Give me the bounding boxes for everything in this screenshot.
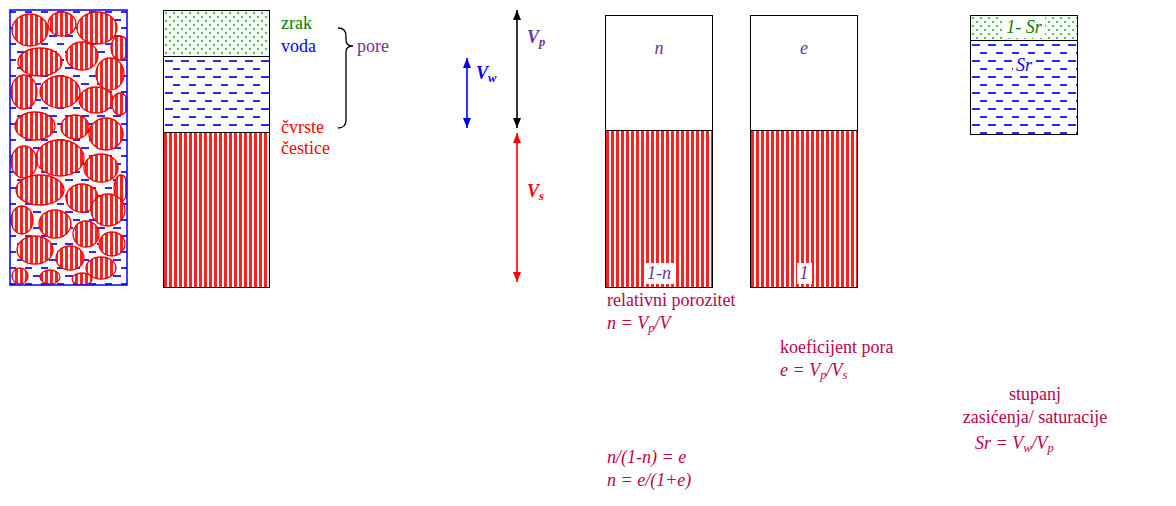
volume-label: Sr [1013, 55, 1035, 76]
volume-label: e [800, 38, 808, 59]
volume-label: 1- Sr [1003, 17, 1045, 38]
phase-box: 1-n [605, 130, 713, 288]
dimension-label: Vw [476, 62, 496, 85]
formula-text: stupanj zasićenja/ saturacije [935, 383, 1135, 429]
particle [96, 58, 124, 90]
particles [11, 12, 127, 285]
formula-text: Sr = Vw/Vp [975, 432, 1054, 455]
particle [11, 75, 37, 109]
phase-box: 1 [750, 130, 858, 288]
formula-text: n = e/(1+e) [607, 469, 691, 492]
phase-pattern [971, 16, 1077, 40]
phase-label: zrak [281, 13, 312, 34]
particle [48, 12, 76, 36]
phase-box: voda [163, 56, 270, 133]
formula-text: n = Vp/V [607, 312, 670, 335]
phase-fill [164, 11, 269, 56]
volume-box: e [750, 15, 858, 131]
particle [79, 87, 113, 113]
phase-pattern [164, 11, 269, 56]
dimension-arrow [466, 58, 468, 128]
formula-text: koeficijent pora [780, 336, 893, 359]
brace [338, 28, 353, 128]
particle [84, 154, 118, 182]
phase-fill [164, 57, 269, 132]
subscript: p [539, 35, 545, 49]
dimension-label: pore [357, 35, 389, 58]
phase-box: čvrste čestice [163, 132, 270, 288]
formula-text: e = Vp/Vs [780, 359, 847, 382]
dimension-arrow [516, 133, 518, 282]
particle [56, 246, 84, 270]
subscript: s [842, 368, 847, 382]
particle [40, 76, 80, 108]
subscript: p [820, 368, 826, 382]
phase-pattern [751, 131, 857, 287]
subscript: s [539, 189, 544, 203]
particle [61, 115, 89, 139]
particle [12, 268, 28, 284]
volume-label: 1-n [644, 263, 674, 284]
phase-box: Sr [970, 40, 1078, 135]
particle [12, 14, 48, 46]
dimension-arrow [516, 10, 518, 128]
phase-box: zrak [163, 10, 270, 57]
particle [66, 42, 98, 70]
subscript: p [1048, 441, 1054, 455]
particle [89, 118, 123, 150]
sample-outline [10, 10, 127, 285]
subscript: p [648, 321, 654, 335]
particle [40, 270, 60, 284]
particle [18, 48, 62, 76]
volume-label: 1 [797, 263, 812, 284]
particle [111, 36, 127, 60]
particle [112, 93, 127, 115]
particle [77, 12, 117, 44]
particle [16, 175, 64, 205]
phase-pattern [164, 133, 269, 287]
phase-pattern [971, 41, 1077, 134]
dimension-label: Vp [527, 26, 545, 49]
phase-label: voda [281, 36, 316, 57]
pore-water [10, 10, 127, 285]
particle [73, 221, 99, 247]
particle [17, 236, 53, 264]
particle [91, 194, 125, 226]
particle [11, 206, 33, 234]
particle [15, 112, 55, 140]
volume-box: n [605, 15, 713, 131]
phase-fill [164, 133, 269, 287]
particle [36, 140, 84, 176]
phase-pattern [606, 131, 712, 287]
dimension-label: Vs [527, 180, 544, 203]
subscript: w [488, 71, 496, 85]
formula-text: relativni porozitet [607, 289, 735, 312]
particle [72, 273, 92, 285]
particle [11, 146, 37, 178]
phase-pattern [164, 57, 269, 132]
phase-box: 1- Sr [970, 15, 1078, 41]
particle [99, 232, 125, 256]
subscript: w [1023, 441, 1031, 455]
soil-sample [10, 10, 129, 285]
volume-label: n [655, 38, 664, 59]
formula-text: n/(1-n) = e [607, 446, 686, 469]
particle [39, 210, 71, 238]
phase-label: čvrste čestice [281, 117, 330, 159]
